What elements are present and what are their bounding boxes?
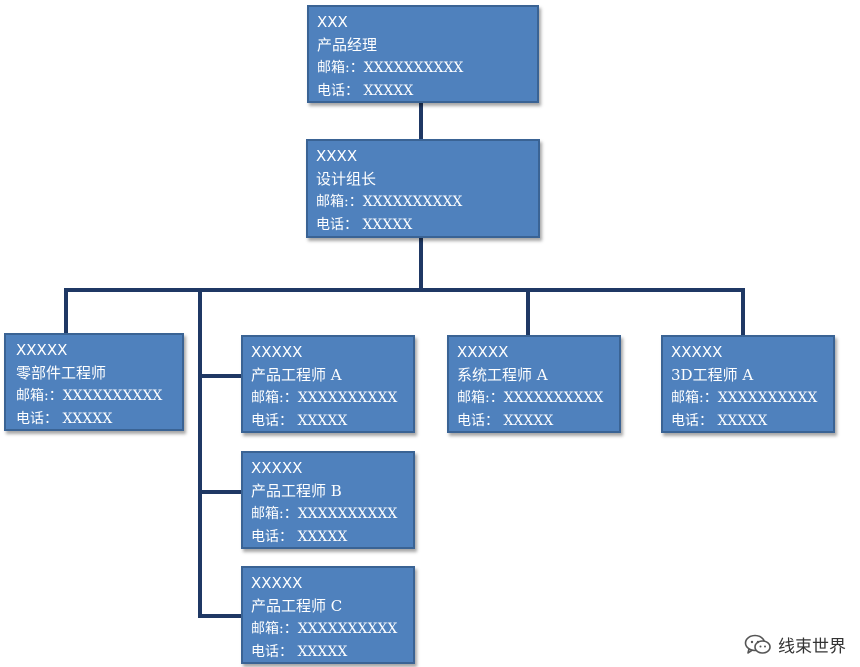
node-phone: 电话： XXXXX <box>251 413 348 429</box>
node-email: 邮箱:：XXXXXXXXXX <box>16 388 163 404</box>
node-email: 邮箱:：XXXXXXXXXX <box>457 390 604 406</box>
node-product-manager: XXX 产品经理 邮箱:：XXXXXXXXXX 电话： XXXXX <box>307 5 539 103</box>
node-phone: 电话： XXXXX <box>16 411 113 427</box>
node-name: XXXX <box>316 147 358 165</box>
node-product-engineer-b: XXXXX 产品工程师 B 邮箱:：XXXXXXXXXX 电话： XXXXX <box>241 451 415 549</box>
node-product-engineer-a: XXXXX 产品工程师 A 邮箱:：XXXXXXXXXX 电话： XXXXX <box>241 335 415 433</box>
node-phone: 电话： XXXXX <box>251 529 348 545</box>
watermark: 线束世界 <box>744 632 846 657</box>
node-email: 邮箱:：XXXXXXXXXX <box>251 390 398 406</box>
node-title: 产品工程师 B <box>251 482 342 500</box>
node-email: 邮箱:：XXXXXXXXXX <box>317 60 464 76</box>
node-title: 系统工程师 A <box>457 366 548 384</box>
node-phone: 电话： XXXXX <box>457 413 554 429</box>
node-phone: 电话： XXXXX <box>251 644 348 660</box>
node-name: XXXXX <box>457 343 509 361</box>
watermark-text: 线束世界 <box>778 637 846 657</box>
node-name: XXXXX <box>251 343 303 361</box>
node-phone: 电话： XXXXX <box>317 83 414 99</box>
node-phone: 电话： XXXXX <box>316 217 413 233</box>
node-email: 邮箱:：XXXXXXXXXX <box>251 506 398 522</box>
node-name: XXXXX <box>671 343 723 361</box>
node-product-engineer-c: XXXXX 产品工程师 C 邮箱:：XXXXXXXXXX 电话： XXXXX <box>241 566 415 664</box>
wechat-icon <box>744 634 772 656</box>
node-system-engineer-a: XXXXX 系统工程师 A 邮箱:：XXXXXXXXXX 电话： XXXXX <box>447 335 621 433</box>
node-title: 产品经理 <box>317 36 378 54</box>
node-email: 邮箱:：XXXXXXXXXX <box>316 194 463 210</box>
node-title: 产品工程师 A <box>251 366 342 384</box>
node-title: 产品工程师 C <box>251 597 343 615</box>
node-title: 设计组长 <box>316 170 377 188</box>
node-name: XXX <box>317 13 348 31</box>
node-name: XXXXX <box>16 341 68 359</box>
node-title: 3D工程师 A <box>671 366 754 384</box>
node-name: XXXXX <box>251 459 303 477</box>
node-parts-engineer: XXXXX 零部件工程师 邮箱:：XXXXXXXXXX 电话： XXXXX <box>4 333 184 431</box>
node-phone: 电话： XXXXX <box>671 413 768 429</box>
node-title: 零部件工程师 <box>16 364 107 382</box>
node-3d-engineer-a: XXXXX 3D工程师 A 邮箱:：XXXXXXXXXX 电话： XXXXX <box>661 335 835 433</box>
node-email: 邮箱:：XXXXXXXXXX <box>671 390 818 406</box>
node-email: 邮箱:：XXXXXXXXXX <box>251 621 398 637</box>
node-design-lead: XXXX 设计组长 邮箱:：XXXXXXXXXX 电话： XXXXX <box>306 139 540 238</box>
node-name: XXXXX <box>251 574 303 592</box>
